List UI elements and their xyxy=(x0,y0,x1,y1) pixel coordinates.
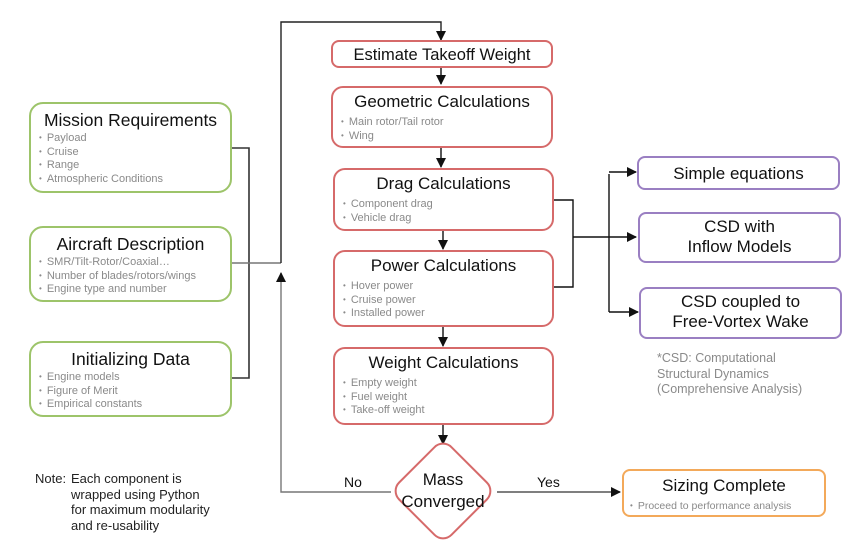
csd-fvw-line-1: CSD coupled to xyxy=(680,292,801,311)
list-item: Atmospheric Conditions xyxy=(39,173,230,187)
note-line: wrapped using Python xyxy=(71,486,200,502)
list-item: Hover power xyxy=(343,280,552,294)
list-item: Engine type and number xyxy=(39,283,230,297)
drag-calculations-title: Drag Calculations xyxy=(376,174,511,193)
power-calculations-list: Hover power Cruise power Installed power xyxy=(335,280,552,321)
csd-inflow-models-box: CSD with Inflow Models xyxy=(638,212,841,263)
list-item: Empirical constants xyxy=(39,398,230,412)
csd-free-vortex-wake-box: CSD coupled to Free-Vortex Wake xyxy=(639,287,842,339)
power-calculations-title: Power Calculations xyxy=(370,256,517,275)
note-line: for maximum modularity xyxy=(71,502,210,517)
simple-equations-box: Simple equations xyxy=(637,156,840,190)
geometric-calculations-box: Geometric Calculations Main rotor/Tail r… xyxy=(331,86,553,148)
list-item: Main rotor/Tail rotor xyxy=(341,116,551,130)
decision-line-1: Mass xyxy=(422,470,464,489)
estimate-takeoff-weight-box: Estimate Takeoff Weight xyxy=(331,40,553,68)
list-item: Cruise power xyxy=(343,294,552,308)
note-prefix: Note: xyxy=(35,471,67,486)
drag-calculations-list: Component drag Vehicle drag xyxy=(335,198,552,225)
list-item: Take-off weight xyxy=(343,404,552,418)
simple-equations-title: Simple equations xyxy=(673,164,804,183)
geometric-calculations-list: Main rotor/Tail rotor Wing xyxy=(333,116,551,143)
list-item: Range xyxy=(39,159,230,173)
aircraft-description-title: Aircraft Description xyxy=(56,234,205,254)
csd-inflow-line-2: Inflow Models xyxy=(687,237,792,256)
power-calculations-box: Power Calculations Hover power Cruise po… xyxy=(333,250,554,327)
csd-footnote-line: Structural Dynamics xyxy=(657,366,769,381)
no-branch-line xyxy=(276,272,391,493)
initializing-data-box: Initializing Data Engine models Figure o… xyxy=(29,341,232,417)
loop-top-line xyxy=(280,21,446,263)
csd-footnote: *CSD: Computational Structural Dynamics … xyxy=(657,351,802,398)
sizing-complete-box: Sizing Complete Proceed to performance a… xyxy=(622,469,826,517)
weight-calculations-title: Weight Calculations xyxy=(368,353,519,372)
csd-inflow-line-1: CSD with xyxy=(704,217,775,236)
mission-requirements-box: Mission Requirements Payload Cruise Rang… xyxy=(29,102,232,193)
list-item: SMR/Tilt-Rotor/Coaxial… xyxy=(39,256,230,270)
drag-calculations-box: Drag Calculations Component drag Vehicle… xyxy=(333,168,554,231)
list-item: Figure of Merit xyxy=(39,385,230,399)
initializing-data-title: Initializing Data xyxy=(71,349,190,369)
list-item: Vehicle drag xyxy=(343,212,552,226)
sizing-complete-list: Proceed to performance analysis xyxy=(624,500,824,514)
decision-label: Mass Converged xyxy=(393,469,493,513)
list-item: Empty weight xyxy=(343,377,552,391)
list-item: Engine models xyxy=(39,371,230,385)
aircraft-description-box: Aircraft Description SMR/Tilt-Rotor/Coax… xyxy=(29,226,232,302)
list-item: Component drag xyxy=(343,198,552,212)
yes-label: Yes xyxy=(537,474,560,490)
list-item: Wing xyxy=(341,130,551,144)
list-item: Number of blades/rotors/wings xyxy=(39,270,230,284)
list-item: Cruise xyxy=(39,146,230,160)
geometric-calculations-title: Geometric Calculations xyxy=(354,92,530,111)
mission-requirements-title: Mission Requirements xyxy=(43,110,218,130)
note-line: Each component is xyxy=(71,471,182,486)
aircraft-description-list: SMR/Tilt-Rotor/Coaxial… Number of blades… xyxy=(31,256,230,297)
note-line: and re-usability xyxy=(71,517,160,533)
csd-fvw-line-2: Free-Vortex Wake xyxy=(672,312,809,331)
weight-calculations-box: Weight Calculations Empty weight Fuel we… xyxy=(333,347,554,425)
csd-footnote-line: *CSD: Computational xyxy=(657,351,776,365)
list-item: Payload xyxy=(39,132,230,146)
weight-calculations-list: Empty weight Fuel weight Take-off weight xyxy=(335,377,552,418)
initializing-data-list: Engine models Figure of Merit Empirical … xyxy=(31,371,230,412)
decision-line-2: Converged xyxy=(401,492,485,511)
estimate-takeoff-weight-title: Estimate Takeoff Weight xyxy=(353,46,531,64)
calc-bracket-line xyxy=(553,199,574,288)
list-item: Fuel weight xyxy=(343,391,552,405)
decision-diamond xyxy=(394,442,492,540)
no-label: No xyxy=(344,474,362,490)
mission-requirements-list: Payload Cruise Range Atmospheric Conditi… xyxy=(31,132,230,186)
list-item: Installed power xyxy=(343,307,552,321)
modularity-note: Note: Each component is wrapped using Py… xyxy=(35,471,210,533)
list-item: Proceed to performance analysis xyxy=(630,500,824,514)
csd-footnote-line: (Comprehensive Analysis) xyxy=(657,382,803,396)
sizing-complete-title: Sizing Complete xyxy=(662,476,786,495)
